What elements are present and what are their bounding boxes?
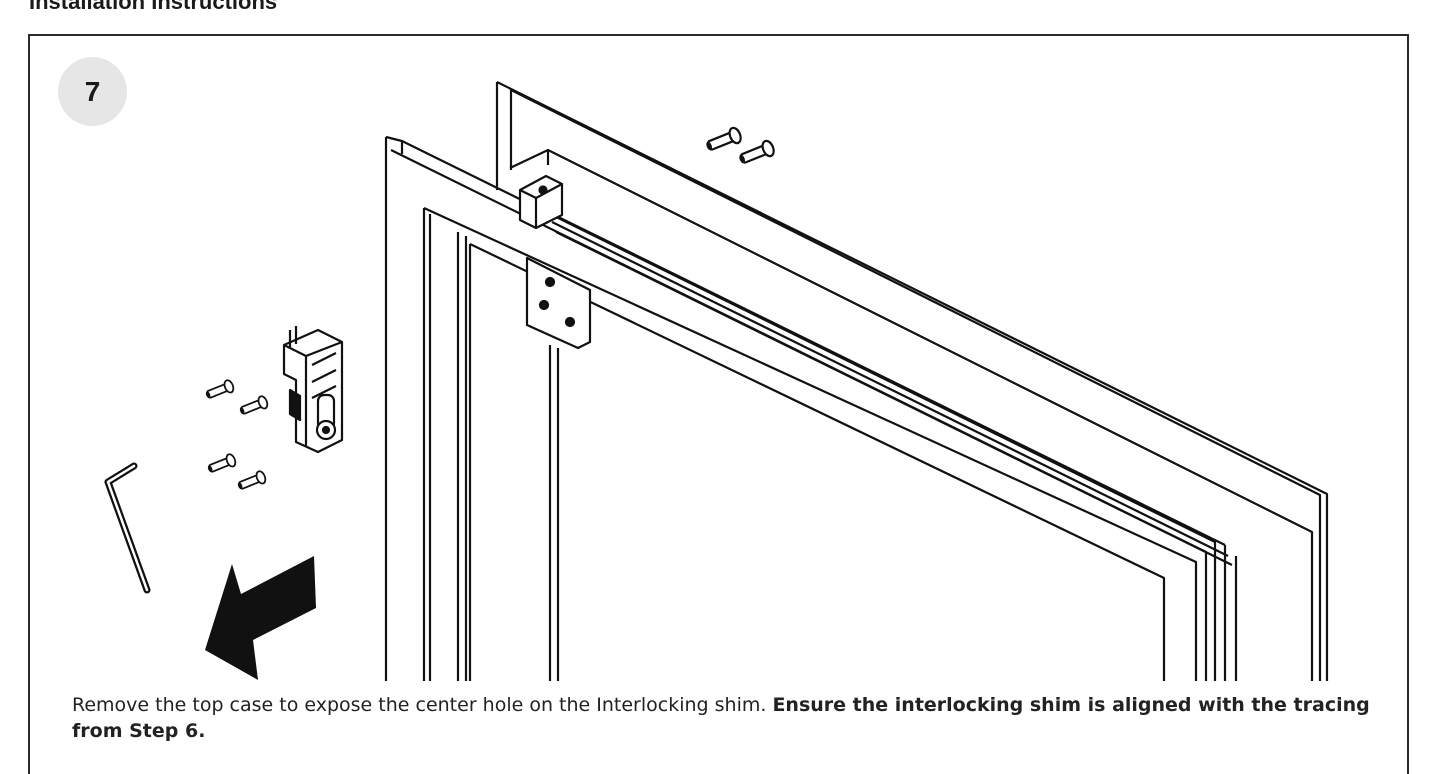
page-title: Installation Instructions	[29, 0, 278, 14]
instruction-caption: Remove the top case to expose the center…	[72, 692, 1392, 744]
caption-emphasis: Ensure the interlocking shim is aligned …	[72, 694, 1370, 742]
caption-text: Remove the top case to expose the center…	[72, 694, 773, 716]
bracket-icon	[282, 326, 344, 454]
step-number: 7	[84, 75, 101, 107]
screw-icon	[702, 125, 777, 169]
interlocking-shim	[525, 256, 592, 350]
mount-clip-icon	[518, 174, 564, 230]
hex-key-icon	[104, 462, 151, 594]
direction-arrow-icon	[205, 556, 316, 680]
back-frame	[495, 81, 1329, 681]
step-number-badge: 7	[58, 57, 127, 126]
instruction-panel	[28, 34, 1409, 774]
front-frame	[384, 135, 1217, 681]
screw-icon	[203, 378, 270, 494]
